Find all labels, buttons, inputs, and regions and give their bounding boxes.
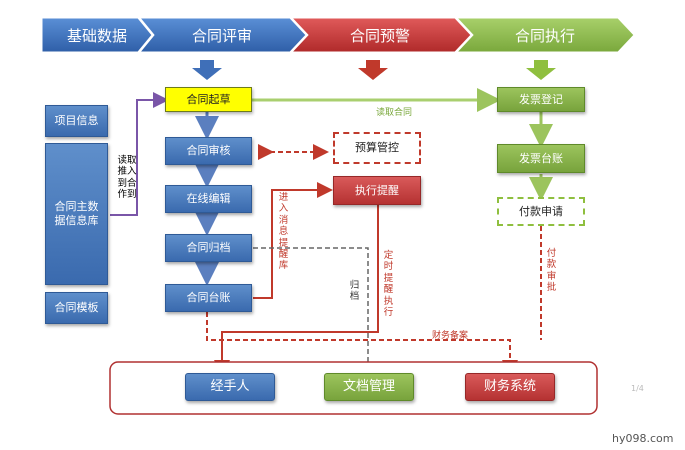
project-info-box[interactable]: 项目信息: [45, 105, 108, 137]
payment-request-box[interactable]: 付款申请: [497, 197, 585, 226]
audit-box[interactable]: 合同审核: [165, 137, 252, 165]
down-arrow-red: [358, 60, 388, 80]
docs-box[interactable]: 文档管理: [324, 373, 414, 401]
banner-chevron-base: [41, 17, 153, 53]
invoice-register-box[interactable]: 发票登记: [497, 87, 585, 112]
archive-box[interactable]: 合同归档: [165, 234, 252, 262]
banner-stage-base: 基础数据: [66, 26, 127, 45]
finance-filing-label: 财务备案: [432, 331, 469, 341]
reminder-box[interactable]: 执行提醒: [333, 176, 421, 205]
invoice-ledger-box[interactable]: 发票台账: [497, 144, 585, 173]
page-number: 1/4: [631, 384, 644, 393]
connector-masterdb-draft: [110, 92, 169, 216]
connector-ledger-reminder: [253, 182, 333, 299]
banner-chevron-review: [138, 17, 307, 53]
down-arrow-blue: [192, 60, 222, 80]
connector-reminder-handler: [214, 205, 379, 376]
draft-box[interactable]: 合同起草: [165, 87, 252, 112]
banner-stage-exec: 合同执行: [514, 26, 575, 45]
enter-msg-label: 进入消息提醒库: [278, 192, 289, 272]
banner-chevron-exec: [455, 17, 635, 53]
connector-ledger-finance: [206, 312, 518, 376]
ledger-box[interactable]: 合同台账: [165, 284, 252, 312]
banner-chevron-warning: [290, 17, 472, 53]
master-db-box[interactable]: 合同主数据信息库: [45, 143, 108, 285]
payment-approval-label: 付款审批: [546, 248, 557, 294]
down-arrow-green: [526, 60, 556, 80]
timed-reminder-label: 定时提醒执行: [383, 250, 394, 318]
watermark: hy098.com: [612, 432, 674, 445]
edit-box[interactable]: 在线编辑: [165, 185, 252, 213]
archive-flow-label: 归档: [349, 280, 360, 303]
handler-box[interactable]: 经手人: [185, 373, 275, 401]
finance-box[interactable]: 财务系统: [465, 373, 555, 401]
read-contract-label: 读取合同: [376, 108, 413, 118]
banner-stage-review: 合同评审: [191, 26, 252, 45]
template-box[interactable]: 合同模板: [45, 292, 108, 324]
budget-box[interactable]: 预算管控: [333, 132, 421, 164]
read-push-label: 读取推入到合作到: [117, 155, 137, 201]
banner-stage-warning: 合同预警: [349, 26, 410, 45]
connector-archive-docs: [253, 247, 374, 375]
